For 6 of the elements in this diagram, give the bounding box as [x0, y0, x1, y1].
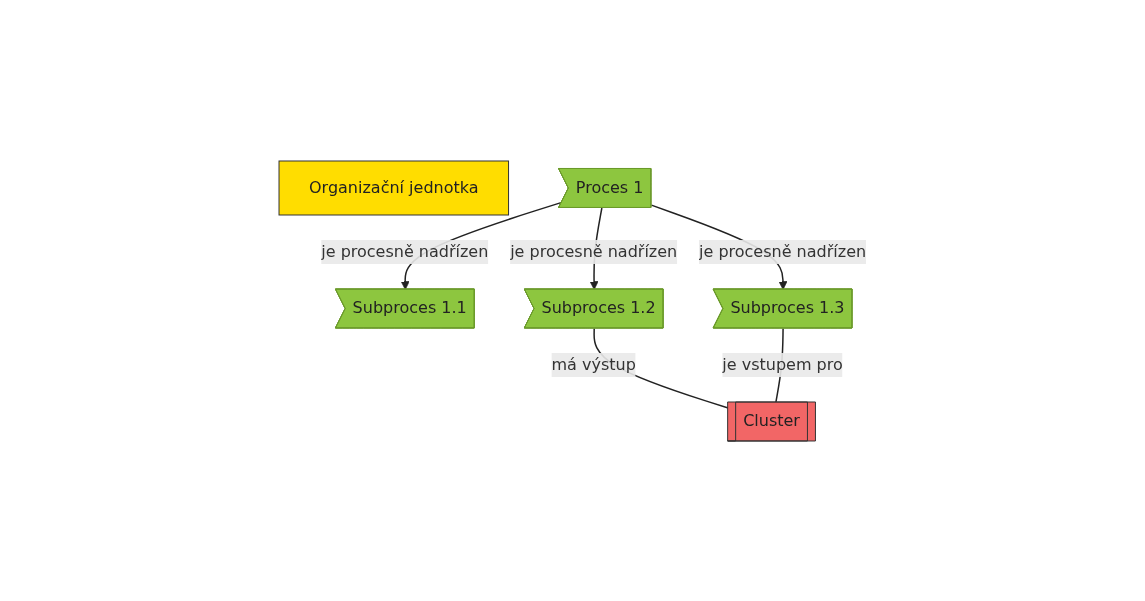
edge-label: je procesně nadřízen: [321, 241, 489, 261]
edge-label: je procesně nadřízen: [510, 241, 678, 261]
edge-label: je procesně nadřízen: [698, 241, 867, 261]
node-box: Organizační jednotka: [278, 160, 509, 215]
edge-label: má výstup: [551, 354, 636, 374]
edge-label: je vstupem pro: [722, 354, 843, 374]
